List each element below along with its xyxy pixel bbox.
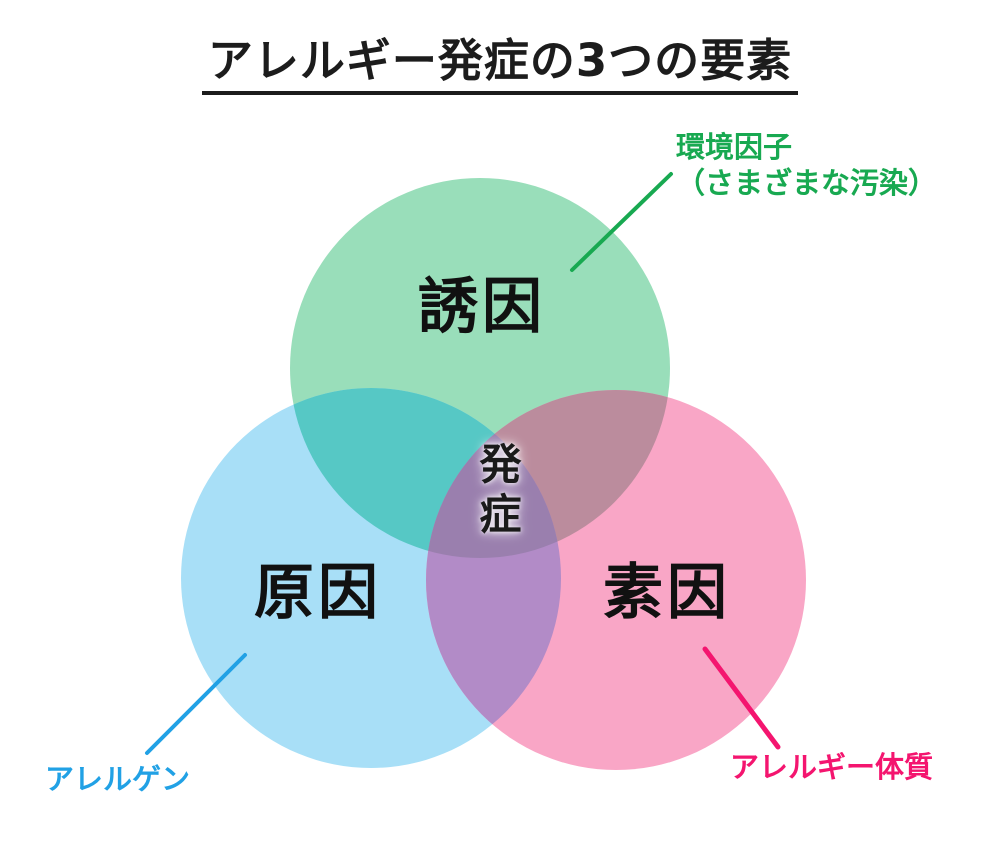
annotation-allergen: アレルゲン bbox=[45, 762, 191, 796]
annotation-environmental-factors: 環境因子 （さまざまな汚染） bbox=[676, 130, 937, 202]
green-leader-line bbox=[570, 172, 673, 272]
annotation-environmental-factors-line1: 環境因子 bbox=[676, 130, 793, 164]
label-trigger: 誘因 bbox=[418, 272, 546, 342]
label-onset: 発症 bbox=[473, 442, 522, 542]
annotation-allergic-constitution: アレルギー体質 bbox=[730, 750, 934, 784]
overlap-center bbox=[426, 390, 561, 558]
label-cause: 原因 bbox=[254, 558, 382, 628]
annotation-environmental-factors-line2: （さまざまな汚染） bbox=[676, 165, 938, 200]
blue-leader-line bbox=[145, 653, 247, 755]
pink-leader-line bbox=[702, 646, 781, 750]
page-title: アレルギー発症の3つの要素 bbox=[0, 36, 1000, 95]
label-predisposition: 素因 bbox=[603, 558, 731, 628]
page-title-text: アレルギー発症の3つの要素 bbox=[201, 36, 799, 95]
